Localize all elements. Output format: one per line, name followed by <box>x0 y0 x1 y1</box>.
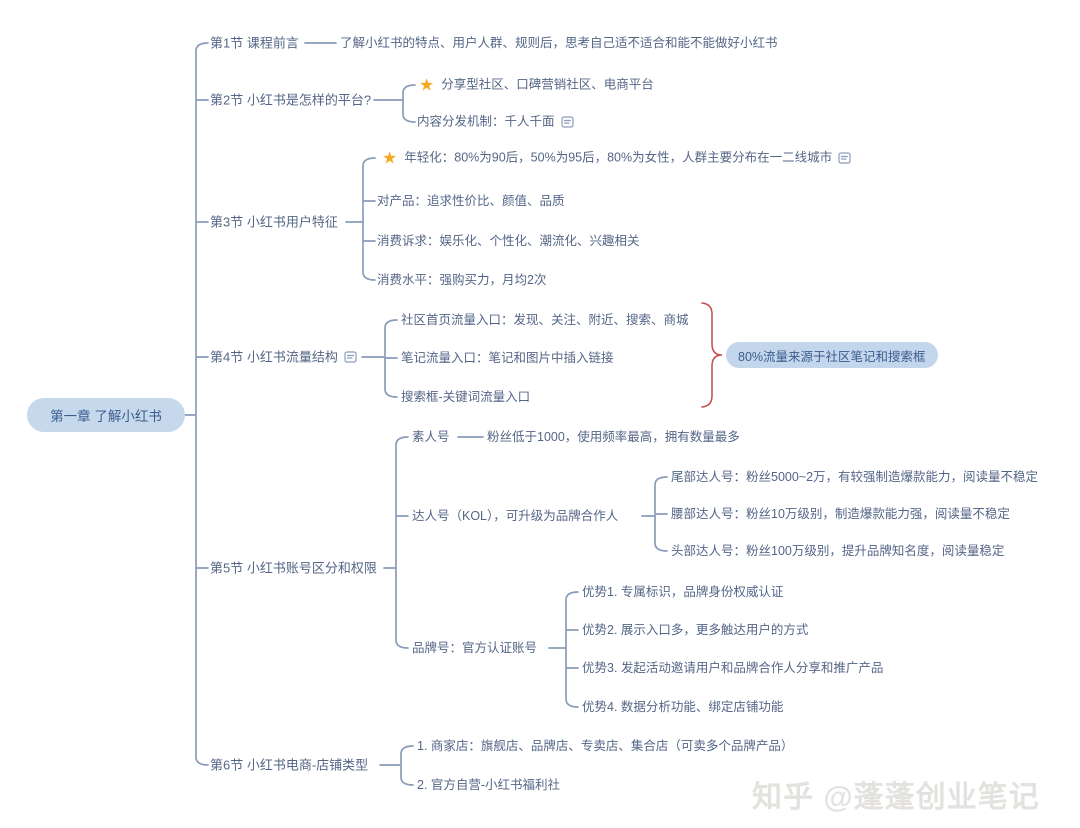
section-3-child-3-node[interactable]: 消费诉求：娱乐化、个性化、潮流化、兴趣相关 <box>377 233 640 248</box>
note-icon <box>838 152 851 164</box>
section-3-child-4-node[interactable]: 消费水平：强购买力，月均2次 <box>377 272 547 287</box>
section-4-child-3-node[interactable]: 搜索框-关键词流量入口 <box>401 389 531 404</box>
section-4-node[interactable]: 第4节 小红书流量结构 <box>210 351 357 364</box>
section-1-node[interactable]: 第1节 课程前言 <box>210 35 299 51</box>
node-text: 年轻化：80%为90后，50%为95后，80%为女性，人群主要分布在一二线城市 <box>404 150 833 165</box>
node-text: 内容分发机制：千人千面 <box>417 114 555 129</box>
note-icon <box>560 116 574 128</box>
node-text: 分享型社区、口碑营销社区、电商平台 <box>441 77 654 92</box>
brand-account-node[interactable]: 品牌号：官方认证账号 <box>412 640 538 655</box>
brand-advantage-2-node[interactable]: 优势2. 展示入口多，更多触达用户的方式 <box>582 622 809 637</box>
red-brace <box>701 302 723 408</box>
official-store-node[interactable]: 2. 官方自营-小红书福利社 <box>417 777 561 792</box>
note-icon <box>344 351 357 363</box>
root-node[interactable]: 第一章 了解小红书 <box>27 398 185 432</box>
section-4-child-2-node[interactable]: 笔记流量入口：笔记和图片中插入链接 <box>401 350 614 365</box>
amateur-account-detail-node[interactable]: 粉丝低于1000，使用频率最高，拥有数量最多 <box>487 429 740 444</box>
section-2-node[interactable]: 第2节 小红书是怎样的平台? <box>210 92 372 108</box>
brand-advantage-1-node[interactable]: 优势1. 专属标识，品牌身份权威认证 <box>582 584 784 599</box>
zhihu-watermark: 知乎 @蓬蓬创业笔记 <box>752 781 1040 814</box>
amateur-account-node[interactable]: 素人号 <box>412 429 450 444</box>
traffic-callout[interactable]: 80%流量来源于社区笔记和搜索框 <box>726 342 938 368</box>
section-2-child-2-node[interactable]: 内容分发机制：千人千面 <box>417 116 574 129</box>
kol-waist-node[interactable]: 腰部达人号：粉丝10万级别，制造爆款能力强，阅读量不稳定 <box>671 506 1010 521</box>
section-3-child-2-node[interactable]: 对产品：追求性价比、颜值、品质 <box>377 193 565 208</box>
star-icon: ★ <box>419 75 435 95</box>
section-3-child-1-node[interactable]: ★ 年轻化：80%为90后，50%为95后，80%为女性，人群主要分布在一二线城… <box>382 150 851 167</box>
kol-tail-node[interactable]: 尾部达人号：粉丝5000~2万，有较强制造爆款能力，阅读量不稳定 <box>671 469 1039 484</box>
section-2-child-1-node[interactable]: ★ 分享型社区、口碑营销社区、电商平台 <box>419 77 654 94</box>
merchant-store-node[interactable]: 1. 商家店：旗舰店、品牌店、专卖店、集合店（可卖多个品牌产品） <box>417 738 794 753</box>
section-5-node[interactable]: 第5节 小红书账号区分和权限 <box>210 560 377 576</box>
section-3-node[interactable]: 第3节 小红书用户特征 <box>210 214 338 230</box>
kol-account-node[interactable]: 达人号（KOL），可升级为品牌合作人 <box>412 508 619 523</box>
section-4-child-1-node[interactable]: 社区首页流量入口：发现、关注、附近、搜索、商城 <box>401 312 689 327</box>
section-1-child-node[interactable]: 了解小红书的特点、用户人群、规则后，思考自己适不适合和能不能做好小红书 <box>340 35 778 50</box>
star-icon: ★ <box>382 148 398 168</box>
kol-head-node[interactable]: 头部达人号：粉丝100万级别，提升品牌知名度，阅读量稳定 <box>671 543 1005 558</box>
section-6-node[interactable]: 第6节 小红书电商-店铺类型 <box>210 757 369 773</box>
node-text: 第4节 小红书流量结构 <box>210 349 338 365</box>
brand-advantage-4-node[interactable]: 优势4. 数据分析功能、绑定店铺功能 <box>582 699 784 714</box>
brand-advantage-3-node[interactable]: 优势3. 发起活动邀请用户和品牌合作人分享和推广产品 <box>582 660 884 675</box>
